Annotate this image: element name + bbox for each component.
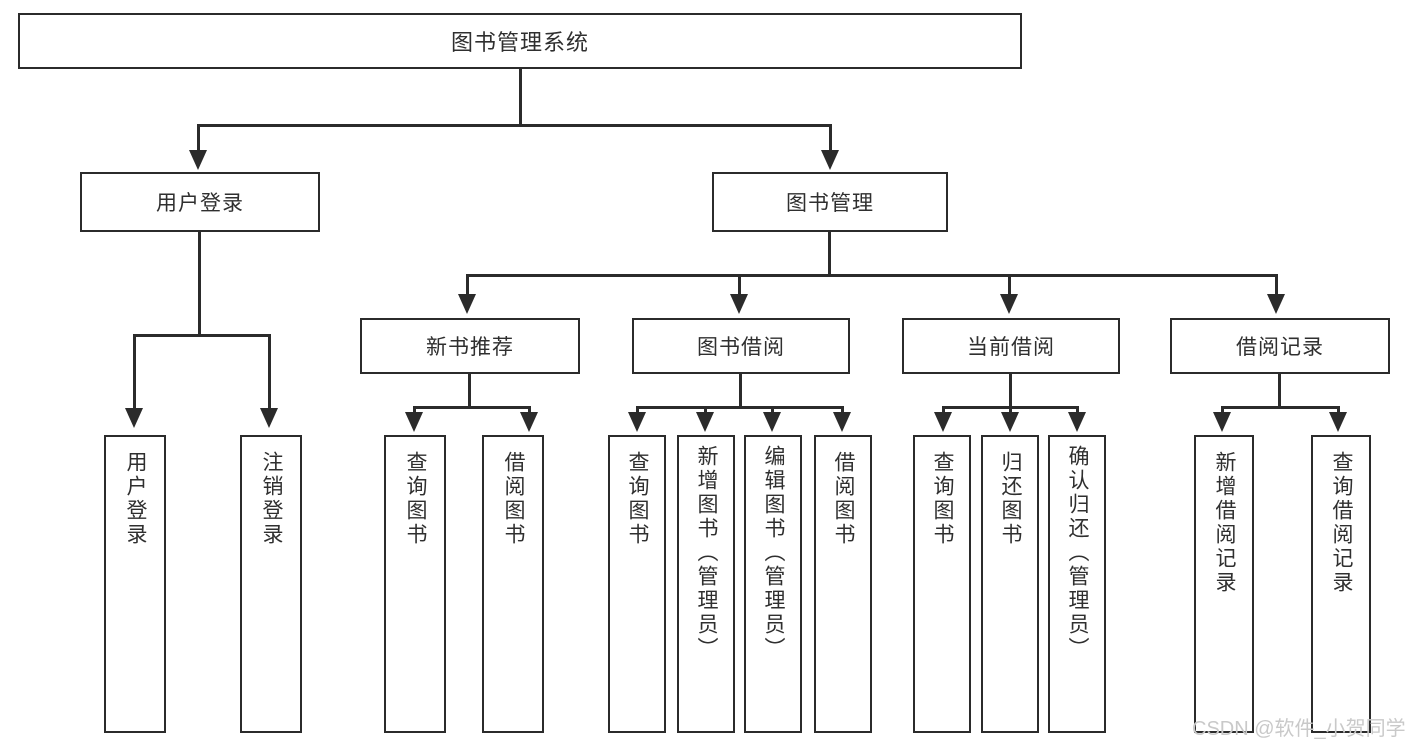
connector-record-bus [1221, 406, 1339, 409]
connector-book-mgmt-drop-3 [1008, 274, 1011, 296]
node-label: 图书管理系统 [450, 30, 589, 55]
leaf-logout[interactable]: 注销登录 [240, 435, 302, 733]
connector-root-stem [519, 69, 522, 124]
connector-recommend-drop-1 [413, 406, 416, 414]
leaf-query-book-borrow[interactable]: 查询图书 [608, 435, 666, 733]
connector-current-stem [1009, 374, 1012, 408]
connector-book-mgmt-drop-4 [1275, 274, 1278, 296]
connector-borrow-bus [636, 406, 844, 409]
leaf-return-book[interactable]: 归还图书 [981, 435, 1039, 733]
leaf-query-book-current[interactable]: 查询图书 [913, 435, 971, 733]
arrow-head-down [189, 150, 207, 170]
arrow-head-down [125, 408, 143, 428]
arrow-head-down [696, 412, 714, 432]
arrow-head-down [1000, 294, 1018, 314]
node-label: 查询借阅记录 [1330, 451, 1353, 595]
node-label: 新书推荐 [426, 336, 514, 359]
node-current-borrow[interactable]: 当前借阅 [902, 318, 1120, 374]
connector-record-drop-1 [1221, 406, 1224, 414]
connector-borrow-drop-1 [636, 406, 639, 414]
connector-root-left-drop [197, 124, 200, 152]
connector-borrow-stem [739, 374, 742, 408]
connector-recommend-drop-2 [528, 406, 531, 414]
node-label: 图书管理 [786, 192, 874, 215]
connector-record-drop-2 [1337, 406, 1340, 414]
node-root-system[interactable]: 图书管理系统 [18, 13, 1022, 69]
arrow-head-down [934, 412, 952, 432]
connector-user-login-stem [198, 232, 201, 336]
node-book-management[interactable]: 图书管理 [712, 172, 948, 232]
node-user-login[interactable]: 用户登录 [80, 172, 320, 232]
leaf-user-login[interactable]: 用户登录 [104, 435, 166, 733]
connector-user-login-drop-2 [268, 334, 271, 410]
node-label: 归还图书 [999, 451, 1022, 547]
leaf-add-book-admin[interactable]: 新增图书（管理员） [677, 435, 735, 733]
arrow-head-down [1329, 412, 1347, 432]
connector-root-bus [197, 124, 831, 127]
connector-book-mgmt-stem [828, 232, 831, 276]
node-label: 查询图书 [626, 451, 649, 547]
connector-recommend-bus [413, 406, 531, 409]
node-label: 借阅图书 [832, 451, 855, 547]
connector-borrow-drop-2 [704, 406, 707, 414]
node-book-borrow[interactable]: 图书借阅 [632, 318, 850, 374]
connector-book-mgmt-drop-1 [466, 274, 469, 296]
leaf-add-borrow-record[interactable]: 新增借阅记录 [1194, 435, 1254, 733]
node-label: 查询图书 [931, 451, 954, 547]
arrow-head-down [628, 412, 646, 432]
node-new-book-recommend[interactable]: 新书推荐 [360, 318, 580, 374]
node-label: 当前借阅 [967, 336, 1055, 359]
arrow-head-down [520, 412, 538, 432]
arrow-head-down [458, 294, 476, 314]
node-label: 用户登录 [124, 451, 147, 547]
connector-user-login-bus [133, 334, 271, 337]
leaf-borrow-book[interactable]: 借阅图书 [814, 435, 872, 733]
connector-root-right-drop [829, 124, 832, 152]
leaf-borrow-book-recommend[interactable]: 借阅图书 [482, 435, 544, 733]
connector-book-mgmt-drop-2 [738, 274, 741, 296]
connector-recommend-stem [468, 374, 471, 408]
connector-current-drop-2 [1009, 406, 1012, 414]
arrow-head-down [821, 150, 839, 170]
node-label: 图书借阅 [697, 336, 785, 359]
connector-borrow-drop-4 [841, 406, 844, 414]
leaf-edit-book-admin[interactable]: 编辑图书（管理员） [744, 435, 802, 733]
node-label: 用户登录 [156, 192, 244, 215]
connector-user-login-drop-1 [133, 334, 136, 410]
node-label: 借阅图书 [502, 451, 525, 547]
node-label: 注销登录 [260, 451, 283, 547]
arrow-head-down [260, 408, 278, 428]
node-label: 新增图书（管理员） [695, 445, 718, 661]
node-label: 查询图书 [404, 451, 427, 547]
arrow-head-down [1068, 412, 1086, 432]
node-label: 借阅记录 [1236, 336, 1324, 359]
connector-borrow-drop-3 [771, 406, 774, 414]
arrow-head-down [1213, 412, 1231, 432]
leaf-query-book-recommend[interactable]: 查询图书 [384, 435, 446, 733]
leaf-confirm-return-admin[interactable]: 确认归还（管理员） [1048, 435, 1106, 733]
connector-current-drop-3 [1076, 406, 1079, 414]
arrow-head-down [405, 412, 423, 432]
leaf-query-borrow-record[interactable]: 查询借阅记录 [1311, 435, 1371, 733]
node-borrow-record[interactable]: 借阅记录 [1170, 318, 1390, 374]
arrow-head-down [833, 412, 851, 432]
arrow-head-down [730, 294, 748, 314]
arrow-head-down [1001, 412, 1019, 432]
arrow-head-down [1267, 294, 1285, 314]
node-label: 确认归还（管理员） [1066, 445, 1089, 661]
node-label: 新增借阅记录 [1213, 451, 1236, 595]
connector-book-mgmt-bus [466, 274, 1278, 277]
connector-record-stem [1278, 374, 1281, 408]
arrow-head-down [763, 412, 781, 432]
connector-current-drop-1 [942, 406, 945, 414]
node-label: 编辑图书（管理员） [762, 445, 785, 661]
